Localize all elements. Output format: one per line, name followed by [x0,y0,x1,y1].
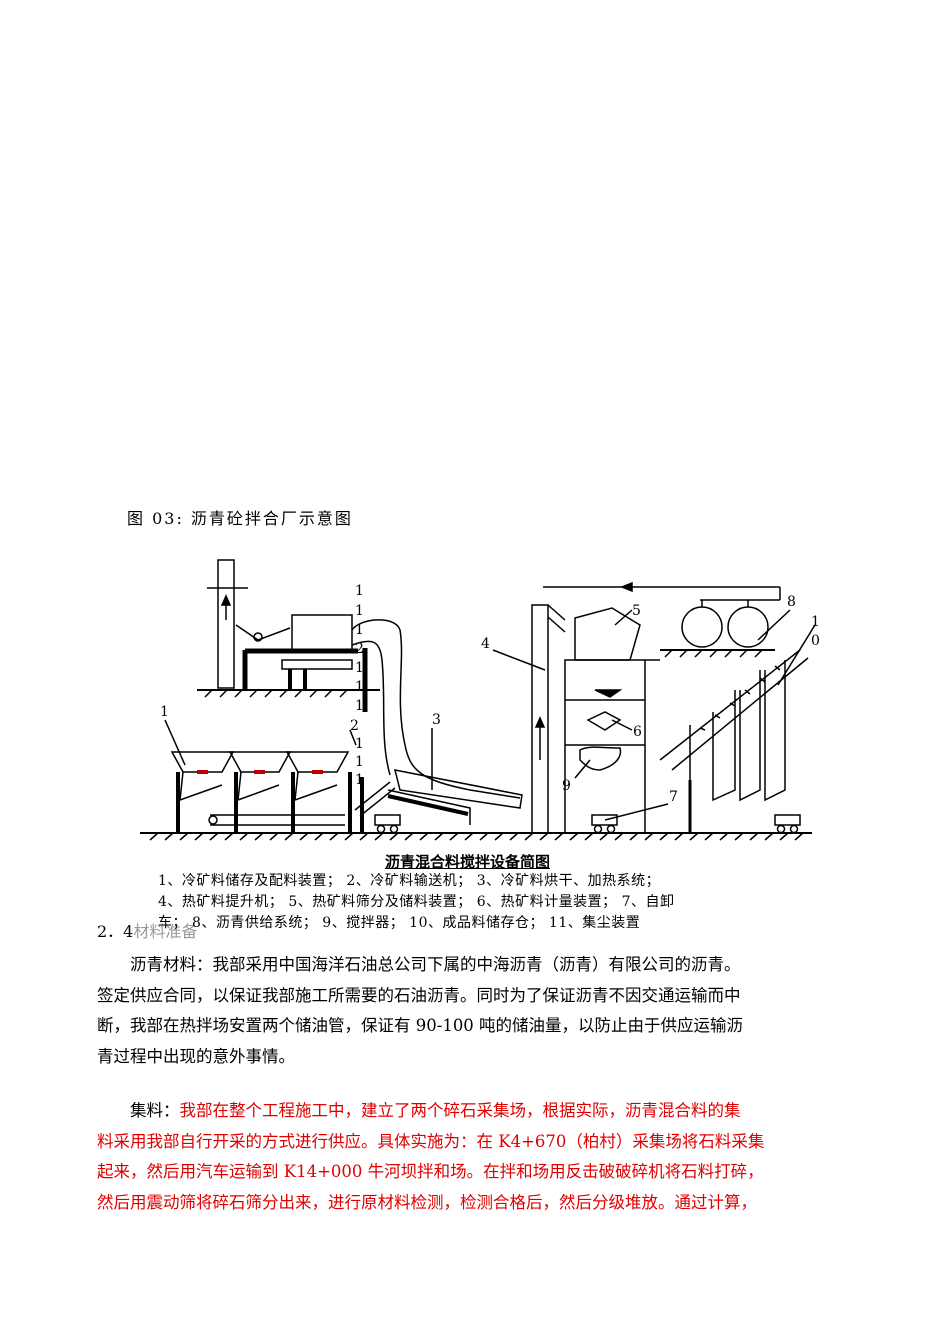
paragraph-line: 然后用震动筛将碎石筛分出来，进行原材料检测，检测合格后，然后分级堆放。通过计算， [97,1192,757,1212]
legend-line: 4、热矿料提升机； 5、热矿料筛分及储料装置； 6、热矿料计量装置； 7、自卸 [158,894,675,910]
label-col-b-2: 1 [355,754,364,770]
section-title: 材料准备 [133,922,198,941]
section-heading: 2．4材料准备 [97,918,197,942]
label-col-a-5: 1 [355,679,364,695]
paragraph-line: 起来，然后用汽车运输到 K14+000 牛河坝拌和场。在拌和场用反击破破碎机将石… [97,1162,764,1181]
label-9: 9 [562,778,571,794]
paragraph-line: 签定供应合同，以保证我部施工所需要的石油沥青。同时为了保证沥青不因交通运输而中 [97,985,741,1005]
ground-hatch [149,832,804,841]
label-col-b-1: 1 [355,736,364,752]
paragraph-line: 青过程中出现的意外事情。 [97,1046,295,1066]
label-7: 7 [669,789,678,805]
section-number: 2．4 [97,922,134,941]
label-col-a-4: 1 [355,660,364,676]
label-8: 8 [787,594,796,610]
label-col-b-3: 1 [355,772,364,788]
paragraph-lead: 集料： [130,1101,180,1120]
label-col-a-3: 2 [355,641,364,657]
label-1: 1 [160,704,169,720]
paragraph-line: 断，我部在热拌场安置两个储油管，保证有 90-100 吨的储油量，以防止由于供应… [97,1016,744,1035]
paragraph-aggregate: 集料：我部在整个工程施工中，建立了两个碎石采集场，根据实际，沥青混合料的集 料采… [97,1096,857,1218]
legend-line: 1、冷矿料储存及配料装置； 2、冷矿料输送机； 3、冷矿料烘干、加热系统； [158,873,661,889]
figure-title: 图 03: 沥青砼拌合厂示意图 [127,509,353,528]
label-6: 6 [633,724,642,740]
label-col-a-6: 1 [355,698,364,714]
paragraph-line: 沥青材料：我部采用中国海洋石油总公司下属的中海沥青（沥青）有限公司的沥青。 [130,955,741,974]
paragraph-line: 集料：我部在整个工程施工中，建立了两个碎石采集场，根据实际，沥青混合料的集 [97,1096,857,1127]
label-10-b: 0 [811,633,820,649]
paragraph-asphalt: 沥青材料：我部采用中国海洋石油总公司下属的中海沥青（沥青）有限公司的沥青。 签定… [97,950,857,1072]
legend-line: 车； 8、沥青供给系统； 9、搅拌器； 10、成品料储存仓； 11、集尘装置 [158,915,641,931]
label-col-a-2: 1 [355,622,364,638]
paragraph-line: 料采用我部自行开采的方式进行供应。具体实施为：在 K4+670（柏村）采集场将石… [97,1131,765,1151]
label-col-b-0: 2 [350,718,359,734]
label-3: 3 [432,712,441,728]
paragraph-text: 我部在整个工程施工中，建立了两个碎石采集场，根据实际，沥青混合料的集 [179,1101,741,1120]
figure-caption: 沥青混合料搅拌设备简图 [385,853,551,871]
label-10-a: 1 [811,614,820,630]
label-5: 5 [632,603,641,619]
label-col-a-1: 1 [355,603,364,619]
label-4: 4 [481,636,490,652]
label-col-a-0: 1 [355,583,364,599]
